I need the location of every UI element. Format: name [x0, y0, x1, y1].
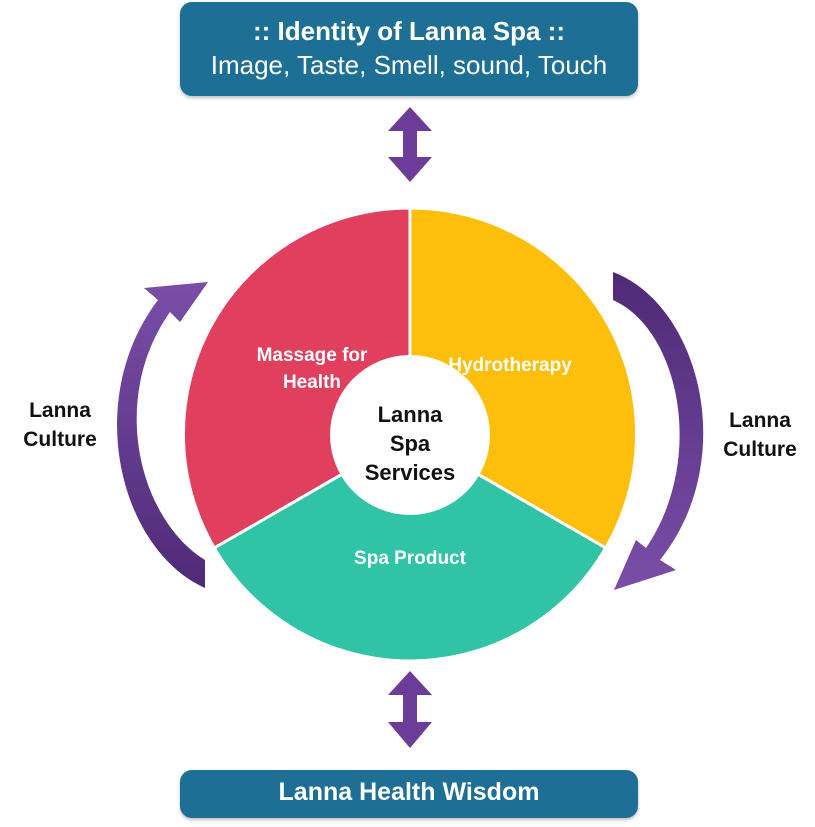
- right-culture-label: Lanna Culture: [708, 406, 812, 464]
- massage-label: Massage for Health: [232, 342, 392, 396]
- massage-label-line1: Massage for: [256, 345, 368, 366]
- center-circle: [330, 355, 490, 515]
- center-label: Lanna Spa Services: [340, 400, 480, 487]
- segment-spa-product: [212, 433, 608, 663]
- identity-box: :: Identity of Lanna Spa :: Image, Taste…: [180, 2, 638, 96]
- bottom-double-arrow-icon: [388, 671, 432, 748]
- center-label-line1: Lanna: [377, 402, 443, 427]
- left-culture-label: Lanna Culture: [14, 396, 106, 454]
- identity-title: :: Identity of Lanna Spa ::: [253, 16, 565, 46]
- left-culture-line2: Culture: [23, 428, 97, 451]
- left-culture-line1: Lanna: [29, 399, 91, 422]
- health-wisdom-box: Lanna Health Wisdom: [180, 770, 638, 818]
- right-culture-line1: Lanna: [729, 409, 791, 432]
- left-curved-arrow-icon: [117, 282, 208, 588]
- health-wisdom-title: Lanna Health Wisdom: [278, 778, 540, 806]
- center-label-line3: Services: [364, 460, 456, 485]
- center-label-line2: Spa: [389, 431, 431, 456]
- top-double-arrow-icon: [388, 107, 432, 182]
- hydrotherapy-label: Hydrotherapy: [448, 355, 572, 376]
- spa-product-label: Spa Product: [354, 548, 466, 569]
- right-culture-line2: Culture: [723, 438, 797, 461]
- massage-label-line2: Health: [282, 372, 342, 393]
- right-curved-arrow-icon: [613, 272, 704, 590]
- identity-subtitle: Image, Taste, Smell, sound, Touch: [210, 50, 608, 80]
